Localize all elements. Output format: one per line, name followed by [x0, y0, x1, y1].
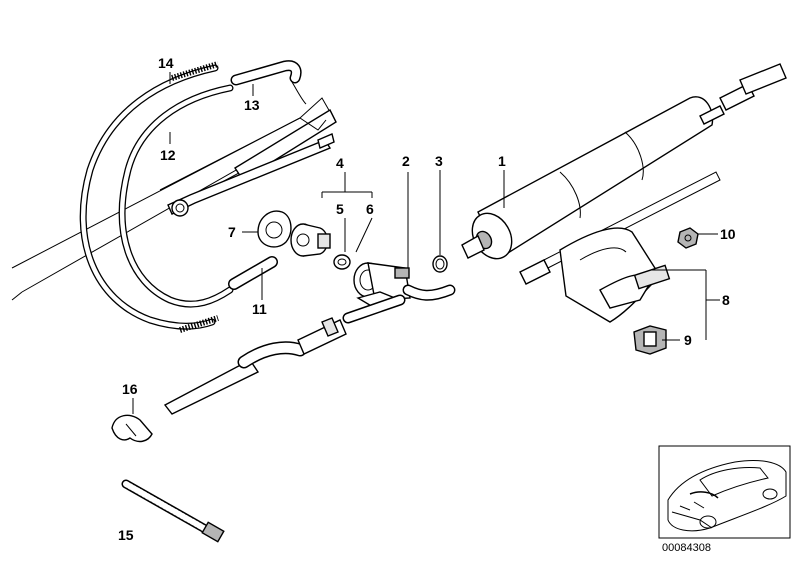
callout-4: 4 [336, 155, 344, 171]
clamp-16 [111, 414, 153, 443]
bracket-8 [559, 227, 671, 323]
leader-lines [132, 72, 720, 414]
pressure-regulator-4 [290, 223, 331, 257]
lower-fuel-line [163, 317, 347, 415]
fuel-line-14 [79, 61, 219, 333]
nut-10 [677, 227, 699, 249]
fuel-filter-1 [461, 63, 787, 260]
callout-5: 5 [336, 201, 344, 217]
gasket-7 [257, 210, 292, 248]
rear-fuel-pipe [167, 133, 335, 217]
hose-13 [230, 60, 307, 105]
callout-8: 8 [722, 292, 730, 308]
callout-7: 7 [228, 224, 236, 240]
cable-tie-15 [121, 479, 225, 543]
callout-16: 16 [122, 381, 138, 397]
fuel-line-front [519, 171, 721, 285]
callout-2: 2 [402, 153, 410, 169]
callout-12: 12 [160, 147, 176, 163]
callout-9: 9 [684, 332, 692, 348]
callout-15: 15 [118, 527, 134, 543]
seal-ring-3 [432, 255, 448, 273]
vehicle-reference-thumbnail: 00084308 [658, 445, 791, 554]
fuel-line-12 [118, 84, 234, 308]
reference-number: 00084308 [662, 542, 711, 554]
callout-11: 11 [252, 301, 267, 317]
callout-13: 13 [244, 97, 260, 113]
chassis-rail [11, 97, 337, 301]
hose-11 [228, 256, 278, 290]
clip-9 [633, 325, 667, 355]
callout-14: 14 [158, 55, 174, 71]
callouts: 14 13 12 4 5 6 7 2 3 1 11 10 8 9 16 15 [118, 55, 736, 543]
filter-housing-2 [342, 262, 456, 324]
callout-6: 6 [366, 201, 374, 217]
callout-3: 3 [435, 153, 443, 169]
o-ring-6 [333, 254, 351, 270]
callout-1: 1 [498, 153, 506, 169]
callout-10: 10 [720, 226, 736, 242]
